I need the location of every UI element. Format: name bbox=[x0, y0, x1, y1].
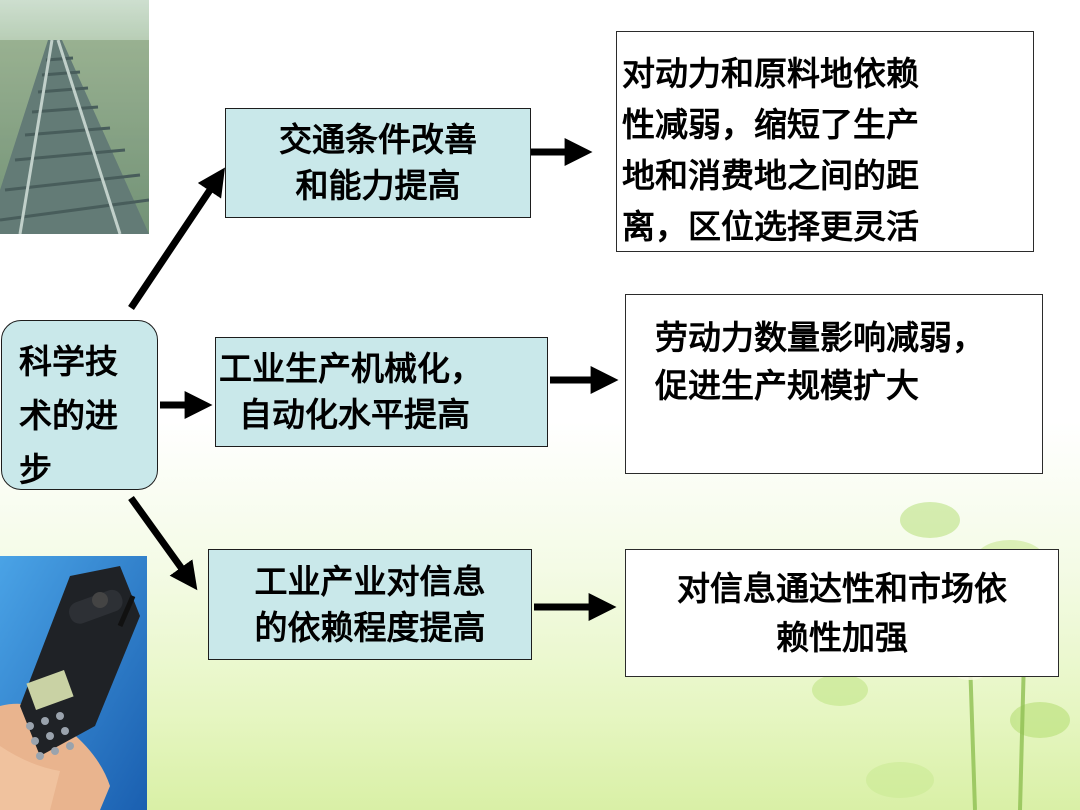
result-line: 对动力和原料地依赖 bbox=[622, 54, 919, 93]
middle-line: 和能力提高 bbox=[295, 166, 461, 205]
phone-in-hand-image bbox=[0, 556, 147, 810]
middle-node-mechanization: 工业生产机械化， 自动化水平提高 bbox=[215, 337, 548, 447]
mobile-phone-photo bbox=[0, 556, 147, 810]
middle-line: 自动化水平提高 bbox=[239, 395, 470, 434]
result-line: 对信息通达性和市场依 bbox=[677, 569, 1007, 608]
root-line: 步 bbox=[19, 450, 52, 489]
result-node-information-market: 对信息通达性和市场依 赖性加强 bbox=[625, 549, 1059, 677]
result-line: 离，区位选择更灵活 bbox=[622, 207, 919, 246]
middle-line: 工业生产机械化， bbox=[219, 349, 483, 388]
middle-line: 工业产业对信息 bbox=[254, 561, 486, 601]
root-line: 科学技 bbox=[19, 342, 118, 381]
result-line: 地和消费地之间的距 bbox=[622, 156, 919, 195]
middle-line: 的依赖程度提高 bbox=[254, 607, 486, 647]
result-line: 促进生产规模扩大 bbox=[655, 366, 919, 405]
root-line: 术的进 bbox=[19, 396, 118, 435]
railway-photo bbox=[0, 0, 149, 234]
result-line: 劳动力数量影响减弱， bbox=[655, 318, 985, 357]
result-node-location-flexibility: 对动力和原料地依赖 性减弱，缩短了生产 地和消费地之间的距 离，区位选择更灵活 bbox=[616, 31, 1034, 252]
middle-node-information: 工业产业对信息 的依赖程度提高 bbox=[208, 549, 532, 660]
result-node-labor-scale: 劳动力数量影响减弱， 促进生产规模扩大 bbox=[625, 294, 1043, 474]
middle-line: 交通条件改善 bbox=[279, 120, 477, 159]
result-line: 性减弱，缩短了生产 bbox=[622, 105, 919, 144]
result-line: 赖性加强 bbox=[776, 618, 908, 657]
railway-track-image bbox=[0, 0, 149, 234]
root-node-science-technology: 科学技 术的进 步 bbox=[1, 320, 158, 490]
middle-node-transport: 交通条件改善 和能力提高 bbox=[225, 108, 531, 218]
